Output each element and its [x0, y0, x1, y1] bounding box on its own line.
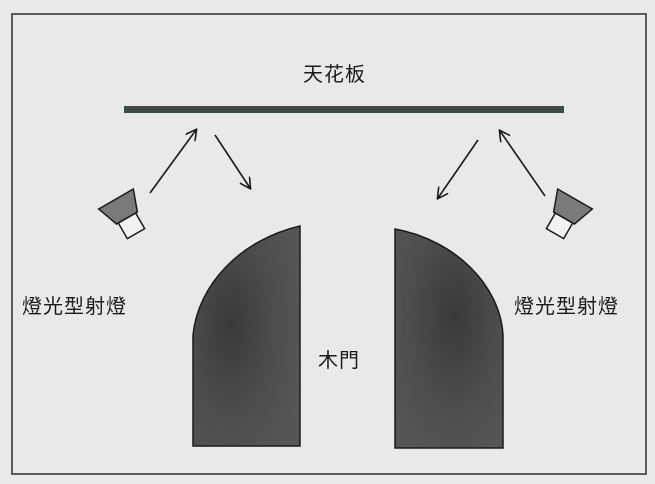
spotlight-left-label: 燈光型射燈	[22, 294, 127, 318]
door-label: 木門	[318, 348, 360, 372]
frame-border	[11, 13, 647, 475]
door-right-leaf	[394, 228, 504, 449]
door-left-leaf	[192, 225, 301, 447]
ceiling-bar	[124, 106, 564, 113]
spotlight-icon	[97, 187, 146, 240]
arrow-icon	[149, 130, 196, 194]
spotlight-icon	[545, 187, 594, 240]
ceiling-label: 天花板	[303, 62, 366, 86]
arrow-icon	[438, 139, 479, 198]
arrow-icon	[500, 131, 546, 197]
spotlight-right-label: 燈光型射燈	[514, 294, 619, 318]
arrow-icon	[214, 134, 250, 188]
